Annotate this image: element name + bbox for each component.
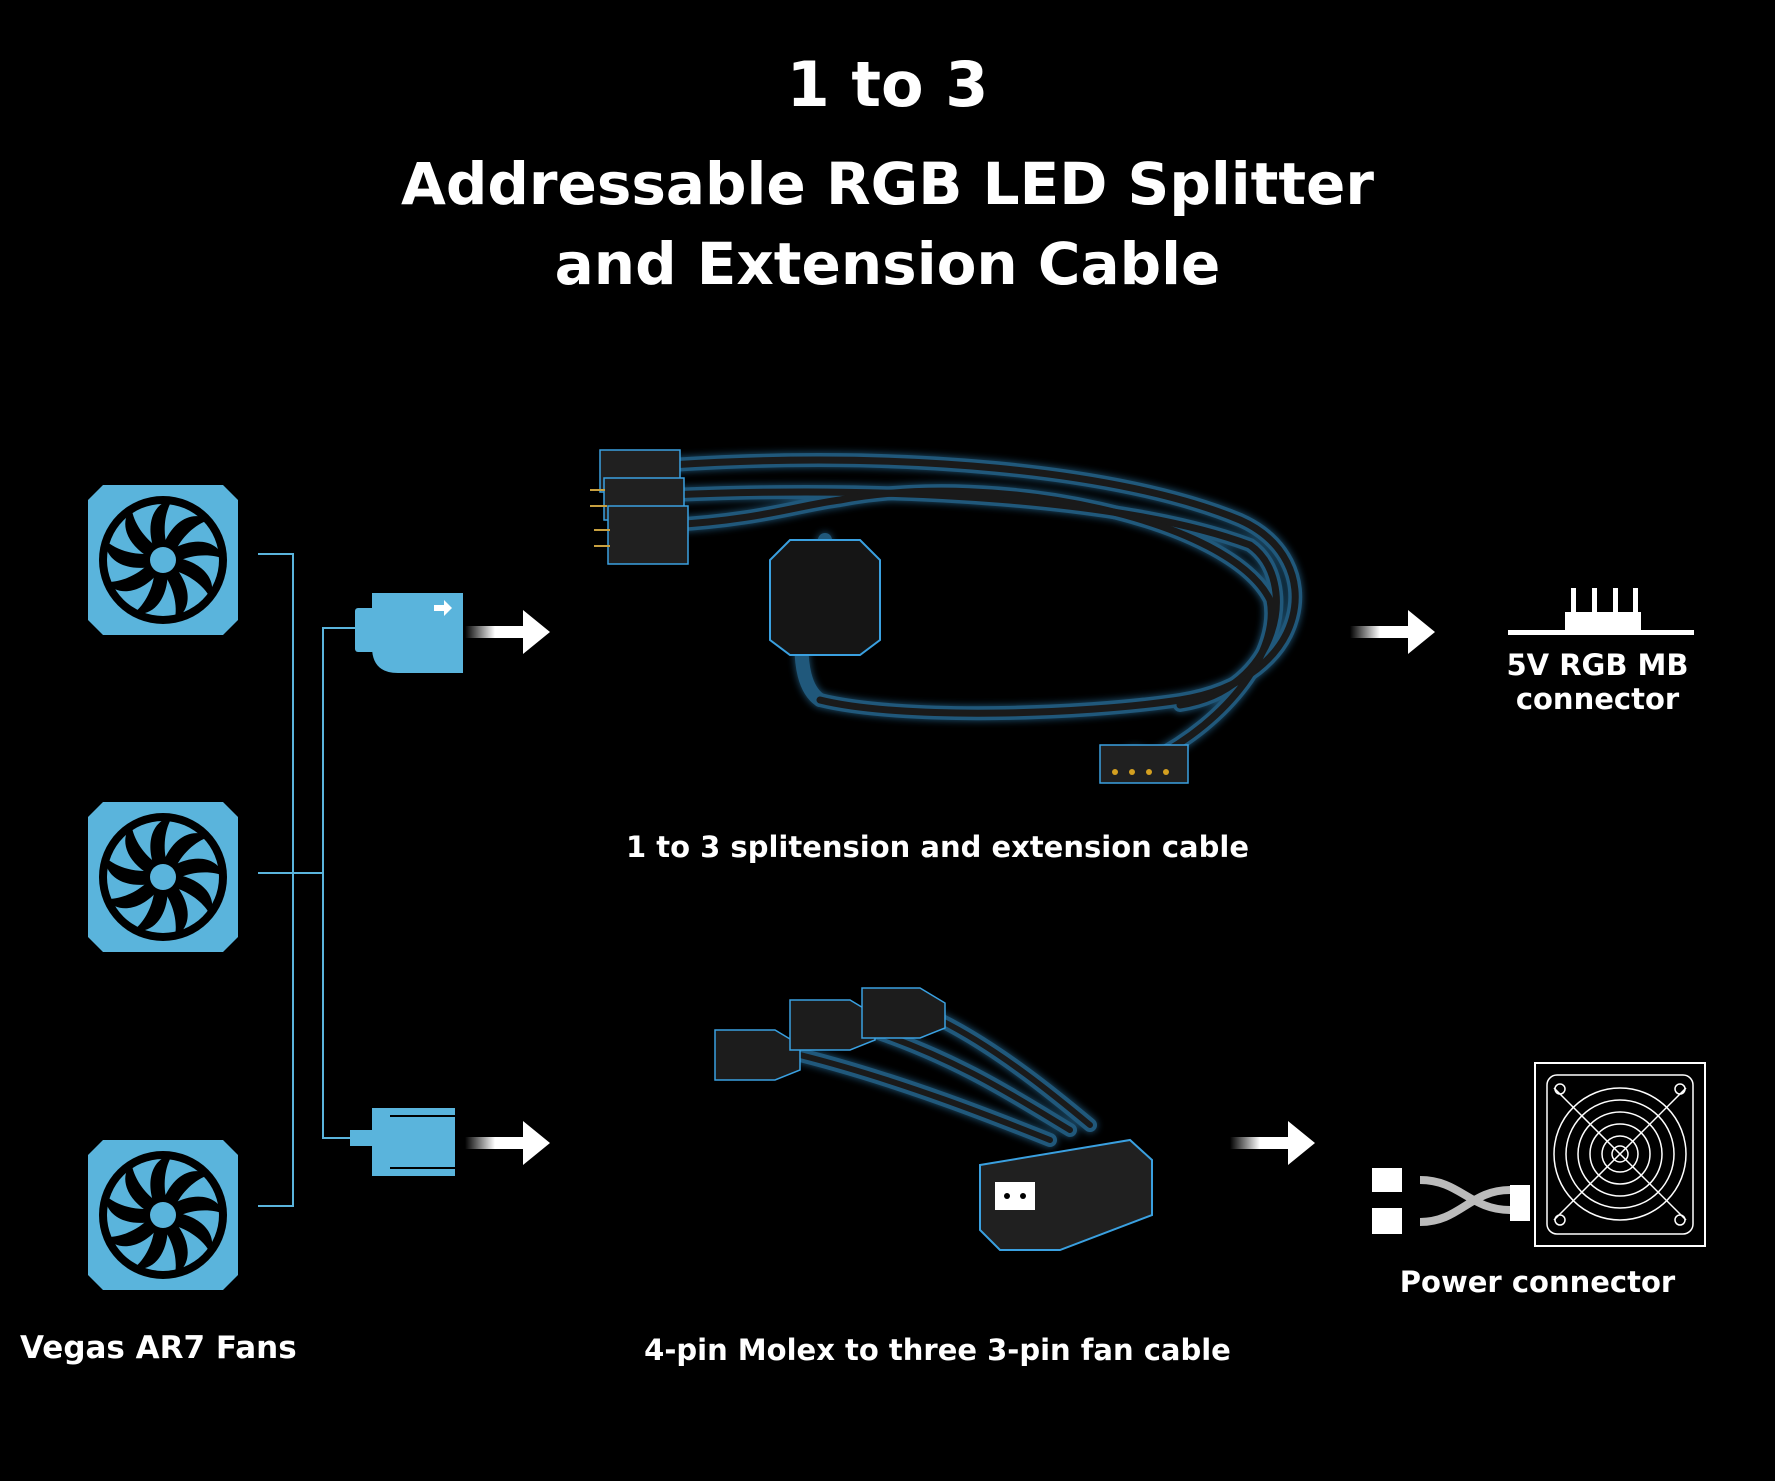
argb-splitter-cable-image: [590, 449, 1303, 784]
argb-plug-icon: [355, 593, 463, 673]
mb-connector-label-line-1: 5V RGB MB: [1506, 648, 1689, 682]
fan-connection-lines: [258, 553, 370, 1207]
fan-plug-icon: [350, 1108, 455, 1176]
arrow-right-icon: [1230, 1121, 1315, 1165]
fan-icon: [88, 1140, 238, 1290]
fan-icon: [88, 485, 238, 635]
power-connector-label: Power connector: [1399, 1265, 1676, 1299]
motherboard-header-icon: [1508, 588, 1694, 635]
molex-cable-label: 4-pin Molex to three 3-pin fan cable: [644, 1333, 1231, 1367]
title-line-1: 1 to 3: [786, 48, 989, 121]
argb-cable-label: 1 to 3 splitension and extension cable: [626, 830, 1249, 864]
arrow-right-icon: [465, 610, 550, 654]
mb-connector-label-line-2: connector: [1515, 682, 1680, 716]
fans-label: Vegas AR7 Fans: [20, 1330, 297, 1366]
fan-icon: [88, 802, 238, 952]
molex-fan-cable-image: [714, 987, 1153, 1251]
arrow-right-icon: [1350, 610, 1435, 654]
arrow-right-icon: [465, 1121, 550, 1165]
power-supply-icon: [1372, 1062, 1706, 1247]
title-line-3: and Extension Cable: [554, 230, 1221, 298]
title-line-2: Addressable RGB LED Splitter: [400, 150, 1374, 218]
